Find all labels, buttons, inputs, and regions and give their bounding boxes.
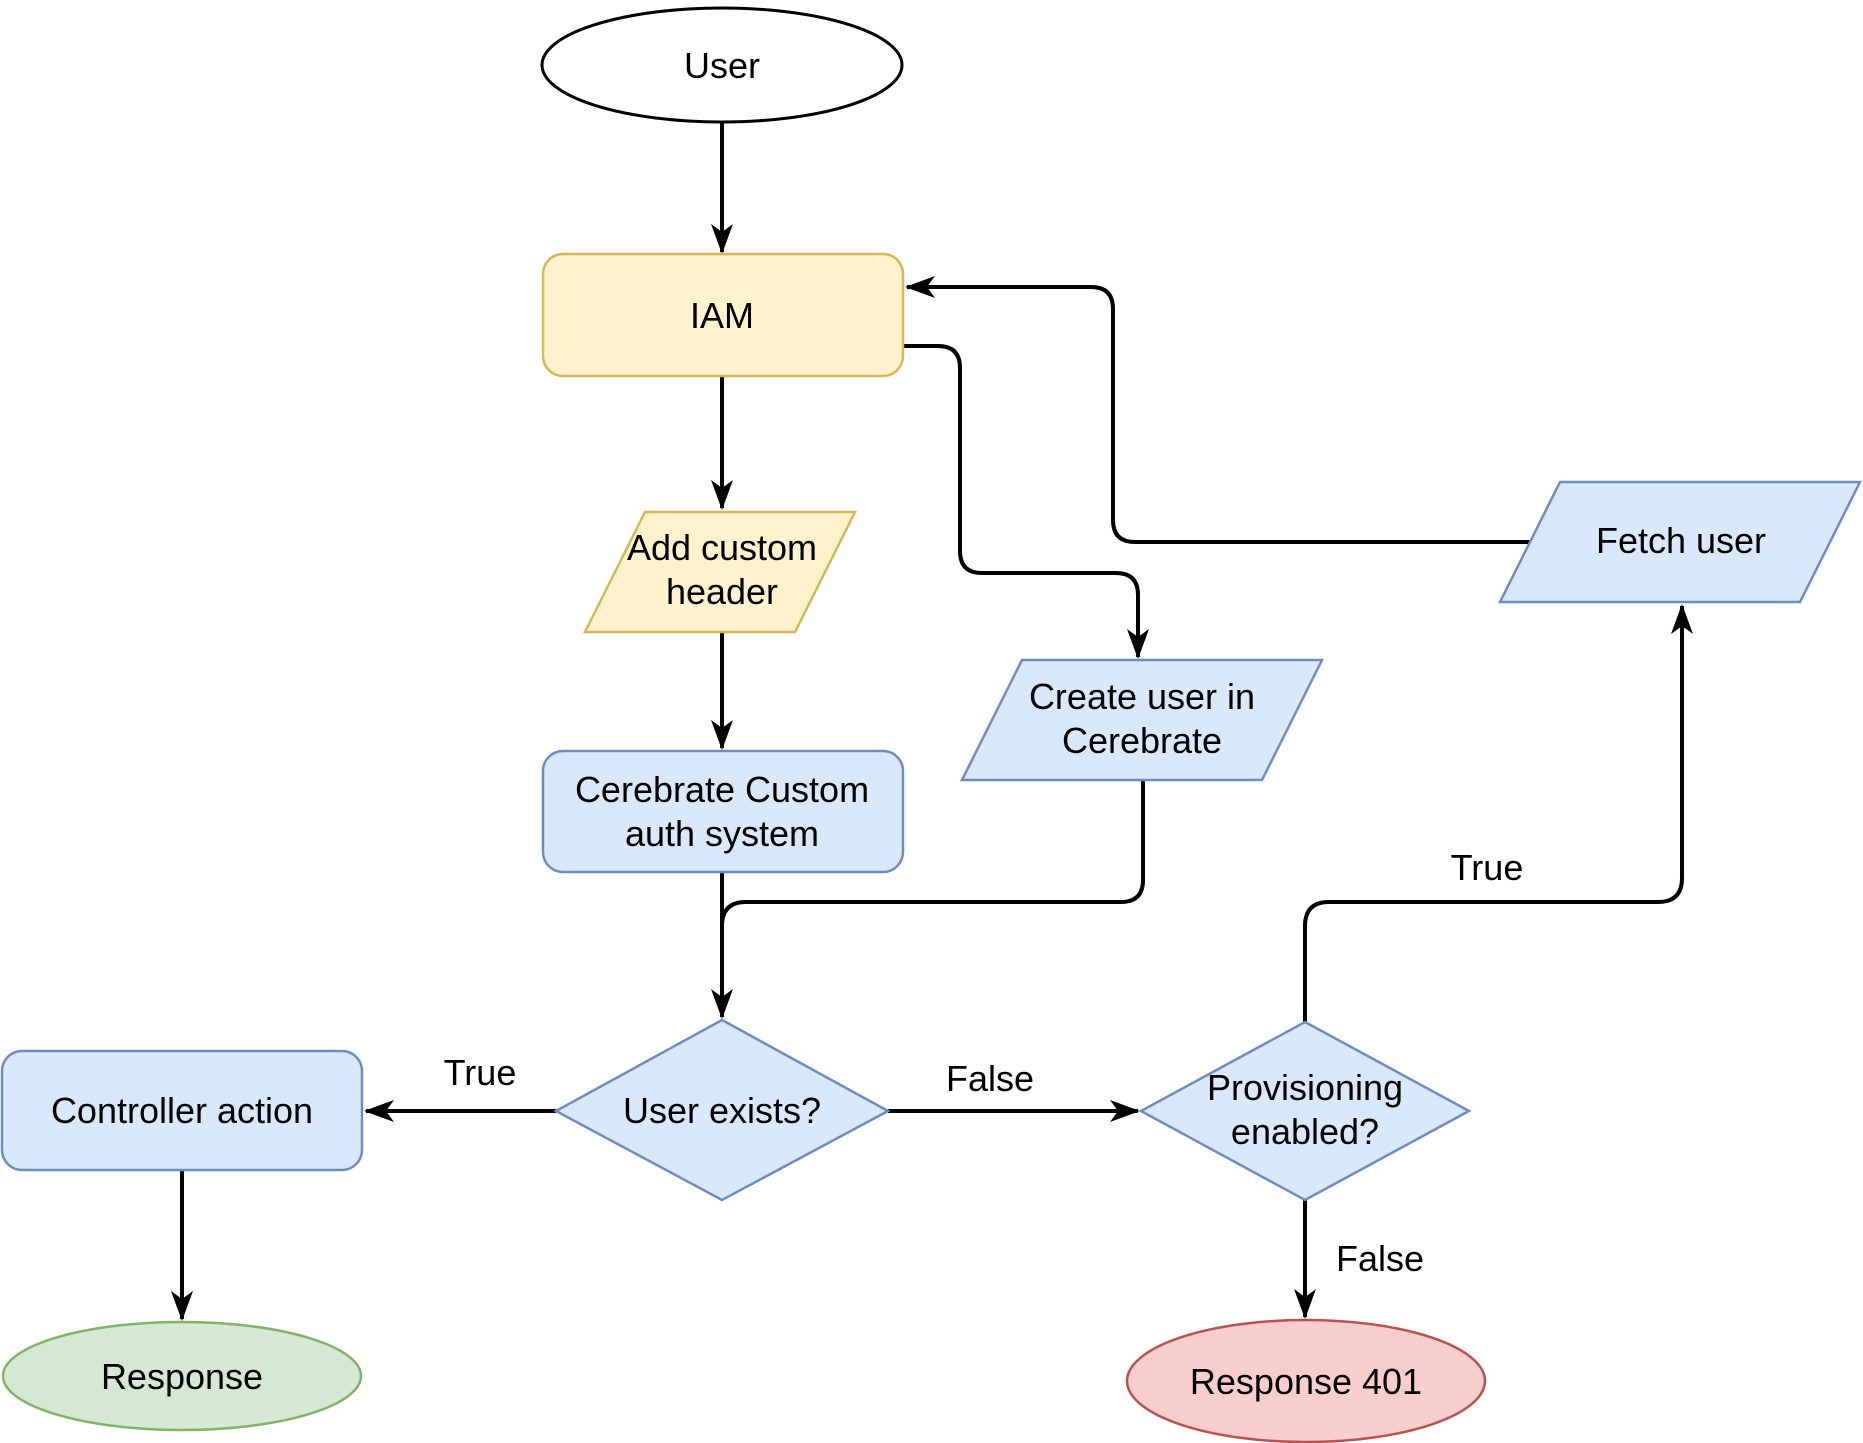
edge-provisioning-true-to-fetch-user xyxy=(1303,604,1693,1022)
provisioning-true-label: True xyxy=(1451,847,1524,888)
iam-label: IAM xyxy=(690,295,754,336)
controller-action-label: Controller action xyxy=(51,1090,313,1131)
node-provisioning-enabled: Provisioning enabled? xyxy=(1138,1020,1472,1202)
user-label: User xyxy=(684,45,760,86)
add-custom-header-label-line1: Add custom xyxy=(627,527,817,568)
fetch-user-parallelogram xyxy=(1497,480,1863,604)
response-401-ellipse xyxy=(1125,1318,1487,1443)
node-fetch-user: Fetch user xyxy=(1497,480,1863,604)
provisioning-enabled-diamond xyxy=(1138,1020,1472,1202)
create-user-label-line2: Cerebrate xyxy=(1062,720,1222,761)
node-cerebrate-auth: Cerebrate Custom auth system xyxy=(541,749,905,874)
edges xyxy=(171,123,1693,1321)
provisioning-false-label: False xyxy=(1336,1238,1424,1279)
provisioning-enabled-label-line2: enabled? xyxy=(1231,1111,1379,1152)
node-create-user-cerebrate: Create user in Cerebrate xyxy=(959,658,1325,782)
add-custom-header-label-line2: header xyxy=(666,571,778,612)
edge-labels: True False True False xyxy=(444,847,1524,1279)
cerebrate-auth-label-line1: Cerebrate Custom xyxy=(575,769,869,810)
node-user-exists: User exists? xyxy=(553,1018,891,1202)
user-exists-true-label: True xyxy=(444,1052,517,1093)
node-iam: IAM xyxy=(541,252,905,378)
response-ellipse xyxy=(1,1320,363,1432)
edge-iam-to-create-user xyxy=(903,344,1149,659)
response-label: Response xyxy=(101,1356,263,1397)
edge-fetch-user-to-iam xyxy=(905,276,1531,544)
fetch-user-label: Fetch user xyxy=(1596,520,1766,561)
create-user-parallelogram xyxy=(959,658,1325,782)
create-user-label-line1: Create user in xyxy=(1029,676,1255,717)
controller-action-box xyxy=(0,1049,364,1172)
user-exists-label: User exists? xyxy=(623,1090,821,1131)
edge-create-user-to-user-exists xyxy=(720,780,1145,927)
node-response: Response xyxy=(1,1320,363,1432)
iam-box xyxy=(541,252,905,378)
user-ellipse xyxy=(540,6,904,124)
response-401-label: Response 401 xyxy=(1190,1361,1422,1402)
provisioning-enabled-label-line1: Provisioning xyxy=(1207,1067,1403,1108)
node-controller-action: Controller action xyxy=(0,1049,364,1172)
user-exists-diamond xyxy=(553,1018,891,1202)
add-custom-header-parallelogram xyxy=(582,510,858,634)
cerebrate-auth-box xyxy=(541,749,905,874)
user-exists-false-label: False xyxy=(946,1058,1034,1099)
cerebrate-auth-label-line2: auth system xyxy=(625,813,819,854)
node-response-401: Response 401 xyxy=(1125,1318,1487,1443)
node-add-custom-header: Add custom header xyxy=(582,510,858,634)
node-user: User xyxy=(540,6,904,124)
